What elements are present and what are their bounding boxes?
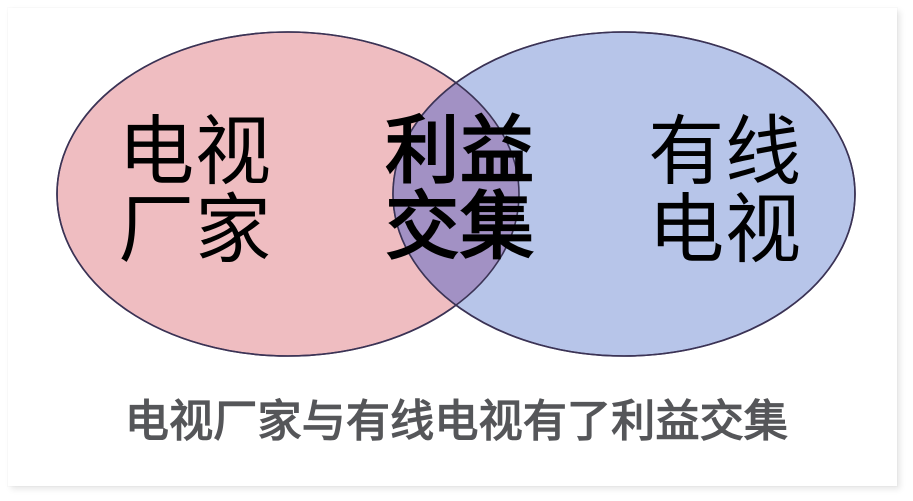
venn-label-right-line-2: 电视	[648, 185, 802, 275]
venn-diagram: 电视 厂家 利益 交集 有线 电视	[56, 31, 856, 357]
diagram-caption: 电视厂家与有线电视有了利益交集	[124, 396, 789, 447]
venn-outline-left	[56, 31, 520, 357]
venn-label-left: 电视 厂家	[80, 107, 310, 275]
venn-label-intersection-line-1: 利益	[385, 108, 535, 194]
venn-label-intersection-line-2: 交集	[385, 184, 535, 271]
venn-outline-right	[392, 31, 856, 357]
venn-label-left-line-2: 厂家	[118, 185, 272, 275]
venn-label-intersection: 利益 交集	[345, 108, 575, 271]
venn-label-left-line-1: 电视	[118, 107, 272, 196]
venn-label-right-line-1: 有线	[648, 107, 802, 196]
venn-svg	[56, 31, 856, 357]
venn-label-right: 有线 电视	[610, 107, 840, 275]
